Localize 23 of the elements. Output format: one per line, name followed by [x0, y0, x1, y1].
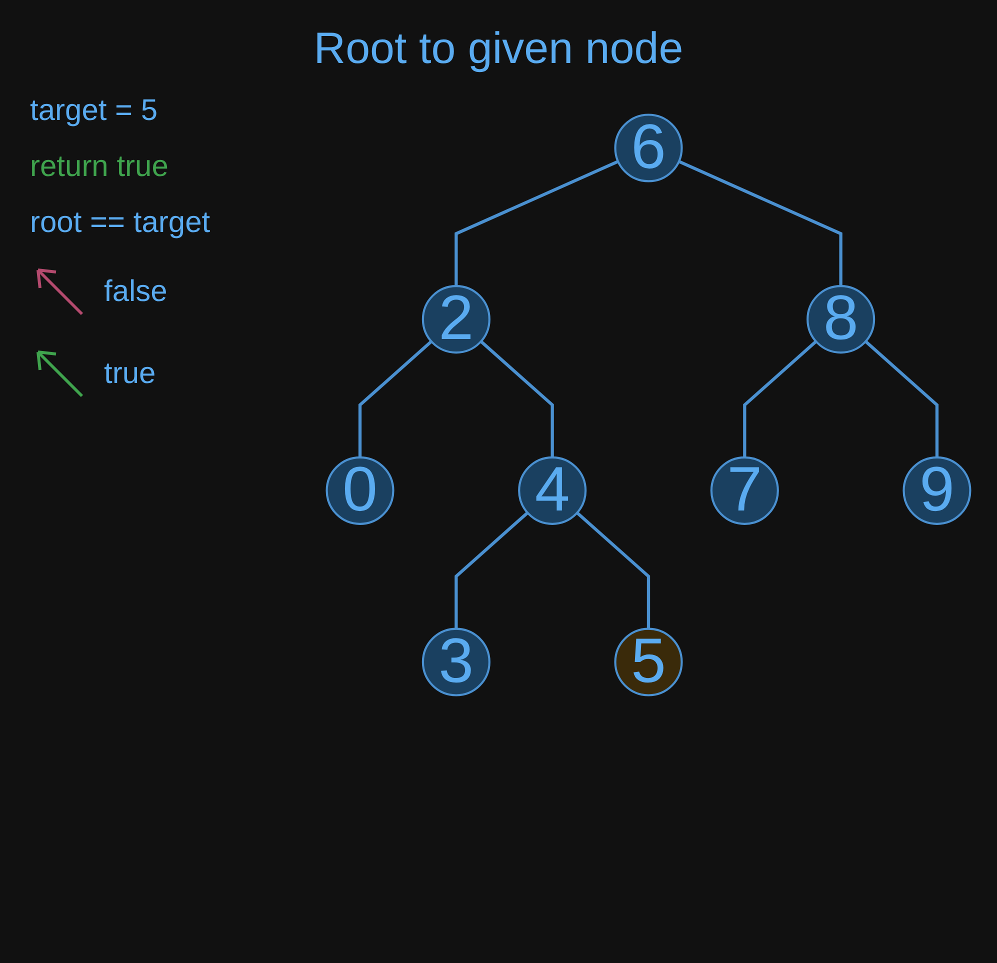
node-circle: 6	[614, 114, 683, 182]
connector	[864, 340, 939, 458]
node-circle: 5	[614, 628, 683, 696]
annotation-text: target = 5	[30, 94, 159, 128]
legend-text: true	[104, 357, 156, 391]
node-circle: 2	[422, 285, 490, 354]
node-circle: 8	[806, 285, 876, 354]
node-circle: 7	[710, 456, 779, 525]
annotation-text: root == target	[30, 206, 212, 240]
connector	[358, 340, 432, 458]
connector	[480, 340, 554, 458]
connector	[454, 512, 529, 629]
connector	[576, 512, 650, 629]
legend-text: false	[104, 275, 168, 309]
title: Root to given node	[314, 24, 684, 74]
node-circle: 3	[422, 628, 490, 696]
node-circle: 9	[902, 456, 972, 525]
node-circle: 4	[518, 456, 587, 525]
annotation-text: return true	[30, 150, 170, 184]
node-circle: 0	[326, 456, 394, 525]
connector	[678, 160, 842, 286]
connector	[743, 340, 818, 458]
connector	[454, 160, 619, 286]
